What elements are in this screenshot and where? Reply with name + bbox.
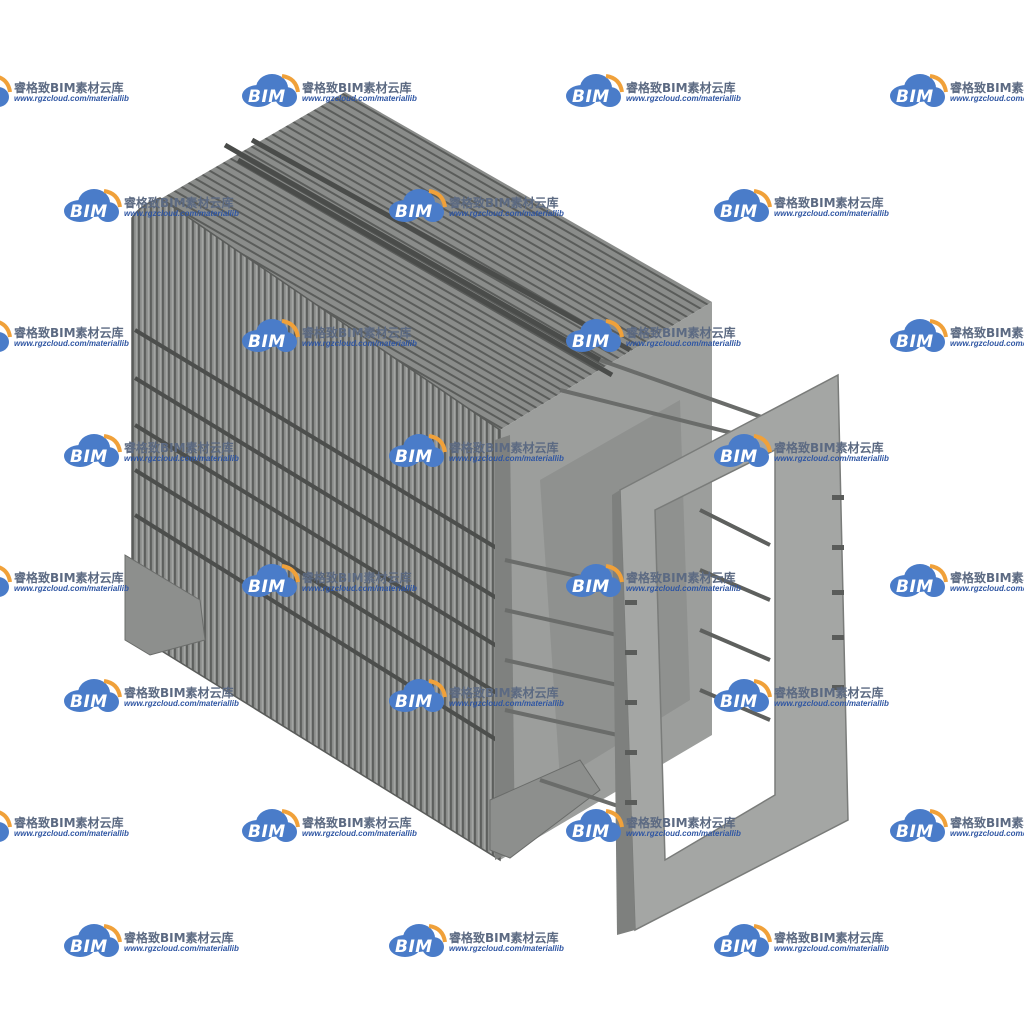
outer-frame xyxy=(619,373,849,932)
left-leg xyxy=(124,554,206,656)
frame-rungs xyxy=(699,508,771,722)
front-right-foot xyxy=(489,759,601,859)
frame-bolts xyxy=(625,495,844,805)
top-rails xyxy=(223,137,632,378)
front-right-post xyxy=(495,435,515,860)
